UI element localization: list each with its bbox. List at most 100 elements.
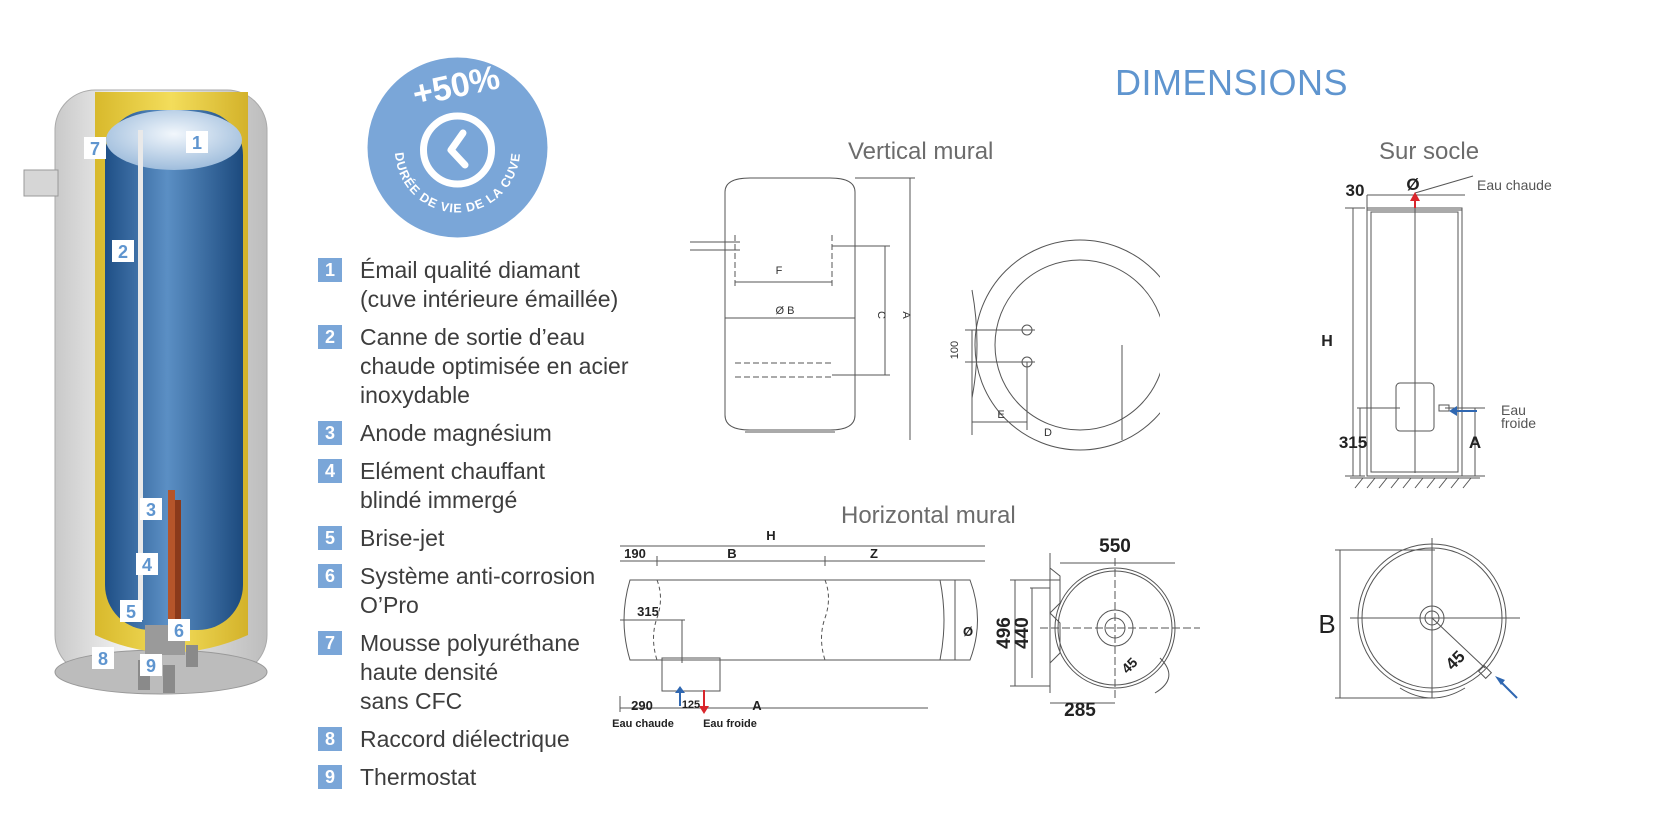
legend-item: 1 Émail qualité diamant (cuve intérieure é… [318, 256, 678, 314]
dim-phi: Ø [963, 624, 973, 639]
callout-2: 2 [112, 240, 134, 262]
legend-line: inoxydable [360, 382, 470, 408]
legend-number: 1 [318, 258, 342, 282]
svg-text:9: 9 [146, 656, 156, 676]
legend-line: Raccord diélectrique [360, 726, 570, 752]
legend-number: 8 [318, 727, 342, 751]
cold-water-label-2: froide [1501, 415, 1536, 431]
callout-1: 1 [186, 131, 208, 153]
legend-text: Émail qualité diamant (cuve intérieure ém… [360, 256, 618, 314]
legend-text: Canne de sortie d’eau chaude optimisée en… [360, 323, 629, 410]
dim-E: E [997, 409, 1004, 421]
dim-F: F [776, 265, 783, 277]
water-heater-cutaway: 1 7 2 3 4 5 6 8 9 [23, 89, 268, 695]
cold-water-label: Eau froide [703, 718, 757, 730]
horizontal-mural-drawing: H 190 B Z 315 Ø 290 125 A Eau chaude Eau… [612, 528, 1200, 730]
callout-9: 9 [140, 654, 162, 676]
dim-B: B [1318, 609, 1335, 639]
clock-icon [420, 112, 495, 188]
legend-line: Émail qualité diamant [360, 257, 580, 283]
tank-lifetime-badge: +50% DURÉE DE VIE DE LA CUVE [367, 57, 548, 238]
svg-text:3: 3 [146, 500, 156, 520]
dim-100: 100 [949, 341, 961, 359]
dim-30: 30 [1346, 181, 1365, 200]
legend-line: O’Pro [360, 592, 419, 618]
vertical-mural-title: Vertical mural [848, 138, 994, 165]
svg-text:5: 5 [126, 602, 136, 622]
svg-text:2: 2 [118, 242, 128, 262]
legend-text: Thermostat [360, 763, 476, 792]
dim-A: A [752, 698, 762, 713]
dim-315: 315 [1339, 433, 1367, 452]
legend-item: 3 Anode magnésium [318, 419, 678, 448]
svg-text:7: 7 [90, 139, 100, 159]
callout-5: 5 [120, 600, 142, 622]
legend-text: Brise-jet [360, 524, 444, 553]
legend-text: Elément chauffant blindé immergé [360, 457, 545, 515]
dim-Z: Z [870, 546, 878, 561]
callout-7: 7 [84, 137, 106, 159]
legend-line: Mousse polyuréthane [360, 630, 580, 656]
dim-C: C [875, 311, 887, 319]
dim-B: B [727, 546, 736, 561]
dim-125: 125 [682, 699, 700, 711]
legend-line: (cuve intérieure émaillée) [360, 286, 619, 312]
legend-number: 6 [318, 564, 342, 588]
vertical-mural-drawing: F Ø B C A 100 E D [690, 177, 1160, 451]
callout-8: 8 [92, 647, 114, 669]
dim-496: 496 [994, 617, 1015, 649]
legend-line: Brise-jet [360, 525, 445, 551]
legend-item: 9 Thermostat [318, 763, 678, 792]
horizontal-mural-title: Horizontal mural [841, 502, 1016, 529]
legend-item: 8 Raccord diélectrique [318, 725, 678, 754]
dim-H: H [1321, 333, 1333, 350]
dim-phi: Ø [1406, 175, 1419, 194]
svg-text:4: 4 [142, 555, 152, 575]
dim-550: 550 [1099, 536, 1131, 557]
hot-water-label: Eau chaude [1477, 177, 1552, 193]
cold-water-label-1: Eau [1501, 402, 1526, 418]
legend-number: 9 [318, 765, 342, 789]
legend-item: 2 Canne de sortie d’eau chaude optimisée e… [318, 323, 678, 410]
dim-H: H [766, 528, 775, 543]
svg-text:1: 1 [192, 133, 202, 153]
legend-item: 4 Elément chauffant blindé immergé [318, 457, 678, 515]
dim-D: D [1044, 427, 1052, 439]
dim-440: 440 [1012, 617, 1033, 649]
callout-6: 6 [168, 619, 190, 641]
component-legend: 1 Émail qualité diamant (cuve intérieure é… [318, 256, 678, 801]
legend-line: Anode magnésium [360, 420, 552, 446]
legend-line: Système anti-corrosion [360, 563, 596, 589]
dim-45: 45 [1442, 647, 1469, 674]
legend-line: Canne de sortie d’eau [360, 324, 586, 350]
dim-45: 45 [1118, 654, 1140, 676]
callout-3: 3 [140, 498, 162, 520]
legend-line: chaude optimisée en acier [360, 353, 629, 379]
legend-line: Thermostat [360, 764, 477, 790]
svg-text:8: 8 [98, 649, 108, 669]
hot-water-label: Eau chaude [612, 718, 674, 730]
dim-285: 285 [1064, 700, 1096, 721]
dim-190: 190 [624, 546, 646, 561]
dim-A: A [1469, 433, 1481, 452]
legend-number: 7 [318, 631, 342, 655]
legend-line: sans CFC [360, 688, 463, 714]
legend-line: blindé immergé [360, 487, 518, 513]
legend-number: 3 [318, 421, 342, 445]
dim-A: A [900, 311, 912, 319]
legend-text: Raccord diélectrique [360, 725, 570, 754]
sur-socle-title: Sur socle [1379, 138, 1480, 165]
dim-290: 290 [631, 698, 653, 713]
legend-text: Anode magnésium [360, 419, 552, 448]
legend-number: 2 [318, 325, 342, 349]
dimensions-title: DIMENSIONS [1115, 62, 1349, 103]
callout-4: 4 [136, 553, 158, 575]
legend-line: Elément chauffant [360, 458, 545, 484]
legend-number: 4 [318, 459, 342, 483]
dim-B: Ø B [776, 305, 795, 317]
